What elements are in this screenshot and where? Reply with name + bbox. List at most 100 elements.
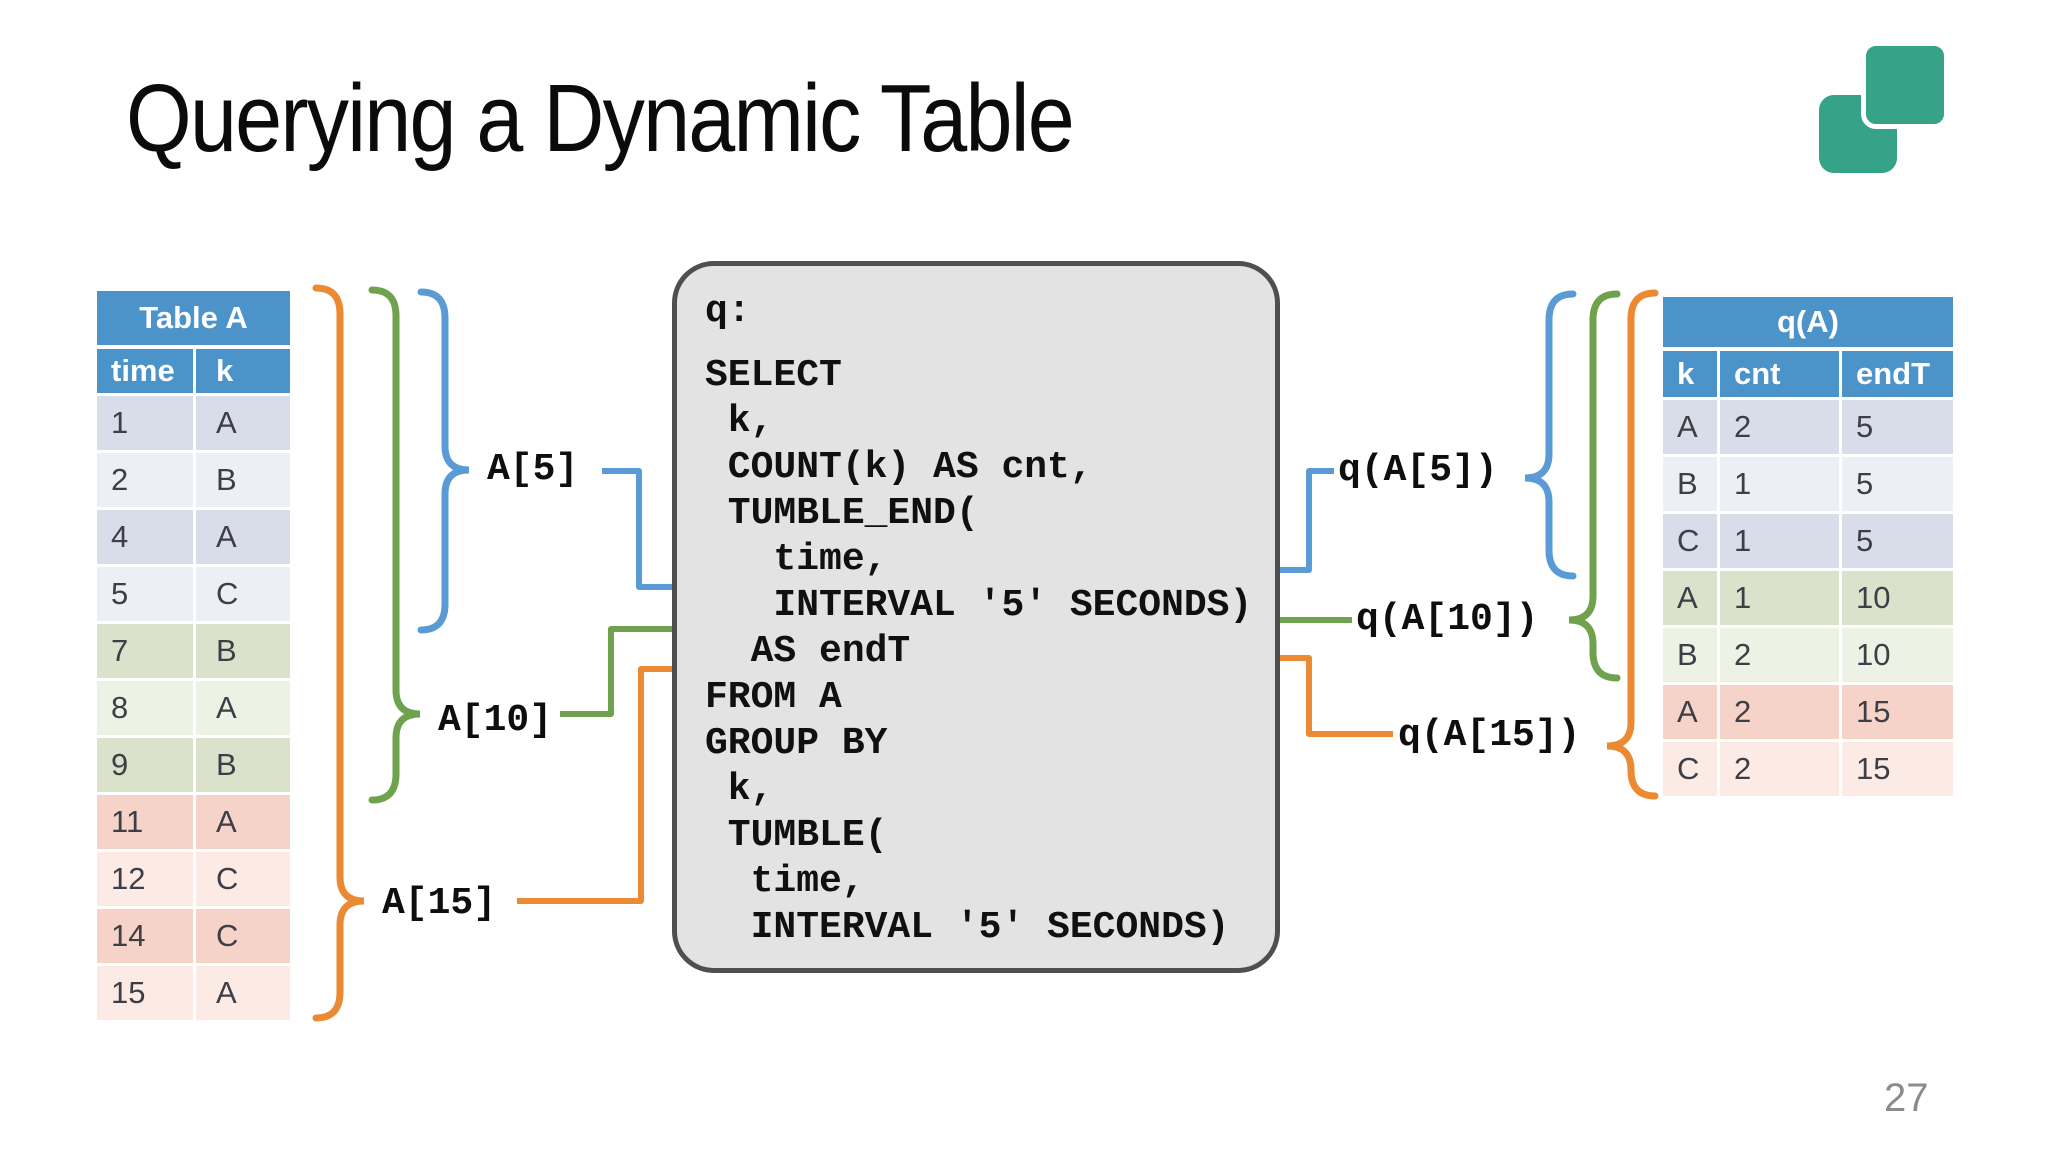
cell-k: A [1663, 400, 1717, 454]
result-table-header: k cnt endT [1663, 351, 1953, 397]
cell-cnt: 2 [1720, 400, 1839, 454]
table-row: C 1 5 [1663, 514, 1953, 568]
code-line: k, [705, 768, 774, 811]
code-line: SELECT [705, 354, 842, 397]
page-title: Querying a Dynamic Table [126, 65, 1075, 172]
cell-time: 11 [97, 795, 193, 849]
cell-time: 4 [97, 510, 193, 564]
brace-window-a10-left [368, 286, 421, 804]
code-line: time, [705, 538, 888, 581]
result-table: q(A) k cnt endT A 2 5 B 1 5 C 1 5 A 1 10… [1663, 297, 1953, 799]
code-line: GROUP BY [705, 722, 888, 765]
connector-query-to-qa5 [1280, 468, 1334, 573]
connector-a10-to-query [560, 626, 672, 717]
table-row: C 2 15 [1663, 742, 1953, 796]
brace-result-a10-right [1568, 290, 1621, 682]
brace-window-a5-left [417, 288, 470, 634]
column-header-cnt: cnt [1720, 351, 1839, 397]
cell-k: C [196, 852, 290, 906]
code-blank-line [705, 335, 1275, 353]
cell-time: 7 [97, 624, 193, 678]
code-line: INTERVAL '5' SECONDS) [705, 584, 1253, 627]
label-result-qa5: q(A[5]) [1338, 449, 1498, 492]
cell-k: A [196, 966, 290, 1020]
label-window-a5: A[5] [487, 448, 579, 491]
brace-result-a15-right [1606, 289, 1659, 800]
query-name: q: [705, 290, 751, 333]
cell-k: A [196, 795, 290, 849]
cell-endT: 15 [1842, 685, 1953, 739]
cell-cnt: 2 [1720, 628, 1839, 682]
cell-cnt: 1 [1720, 571, 1839, 625]
cell-cnt: 2 [1720, 685, 1839, 739]
code-line: INTERVAL '5' SECONDS) [705, 906, 1230, 949]
connector-a5-to-query [602, 468, 672, 590]
cell-endT: 5 [1842, 400, 1953, 454]
cell-time: 14 [97, 909, 193, 963]
brace-result-a5-right [1524, 290, 1577, 580]
code-line: TUMBLE( [705, 814, 888, 857]
cell-time: 9 [97, 738, 193, 792]
source-table-title: Table A [97, 291, 290, 345]
cell-endT: 15 [1842, 742, 1953, 796]
brace-window-a15-left [312, 284, 365, 1022]
cell-time: 2 [97, 453, 193, 507]
cell-k: B [1663, 457, 1717, 511]
table-row: 14 C [97, 909, 290, 963]
table-row: 2 B [97, 453, 290, 507]
source-table-header: time k [97, 349, 290, 393]
logo-square-front-icon [1861, 41, 1949, 129]
table-row: A 1 10 [1663, 571, 1953, 625]
table-row: 11 A [97, 795, 290, 849]
table-row: 9 B [97, 738, 290, 792]
cell-k: C [1663, 742, 1717, 796]
query-box: q: SELECT k, COUNT(k) AS cnt, TUMBLE_END… [672, 261, 1280, 973]
cell-k: C [1663, 514, 1717, 568]
label-result-qa15: q(A[15]) [1398, 714, 1581, 757]
connector-query-to-qa15 [1280, 655, 1393, 737]
cell-cnt: 1 [1720, 457, 1839, 511]
cell-k: C [196, 909, 290, 963]
table-row: B 1 5 [1663, 457, 1953, 511]
cell-k: A [196, 396, 290, 450]
table-row: 8 A [97, 681, 290, 735]
code-line: AS endT [705, 630, 911, 673]
code-line: k, [705, 400, 774, 443]
table-row: A 2 5 [1663, 400, 1953, 454]
table-row: 7 B [97, 624, 290, 678]
cell-time: 1 [97, 396, 193, 450]
table-row: A 2 15 [1663, 685, 1953, 739]
column-header-k: k [1663, 351, 1717, 397]
table-row: 4 A [97, 510, 290, 564]
result-table-title: q(A) [1663, 297, 1953, 347]
code-line: FROM A [705, 676, 842, 719]
cell-endT: 10 [1842, 628, 1953, 682]
cell-k: B [1663, 628, 1717, 682]
table-row: 15 A [97, 966, 290, 1020]
column-header-k: k [196, 349, 290, 393]
cell-time: 5 [97, 567, 193, 621]
code-line: TUMBLE_END( [705, 492, 979, 535]
cell-time: 12 [97, 852, 193, 906]
cell-endT: 5 [1842, 457, 1953, 511]
label-window-a15: A[15] [382, 882, 497, 925]
cell-k: A [1663, 685, 1717, 739]
code-line: time, [705, 860, 865, 903]
cell-cnt: 2 [1720, 742, 1839, 796]
table-row: 1 A [97, 396, 290, 450]
cell-k: A [196, 681, 290, 735]
cell-endT: 5 [1842, 514, 1953, 568]
cell-k: C [196, 567, 290, 621]
cell-k: B [196, 738, 290, 792]
cell-k: B [196, 624, 290, 678]
label-window-a10: A[10] [438, 699, 553, 742]
cell-endT: 10 [1842, 571, 1953, 625]
cell-cnt: 1 [1720, 514, 1839, 568]
table-row: B 2 10 [1663, 628, 1953, 682]
cell-k: B [196, 453, 290, 507]
cell-k: A [1663, 571, 1717, 625]
table-row: 12 C [97, 852, 290, 906]
code-line: COUNT(k) AS cnt, [705, 446, 1093, 489]
column-header-endT: endT [1842, 351, 1953, 397]
